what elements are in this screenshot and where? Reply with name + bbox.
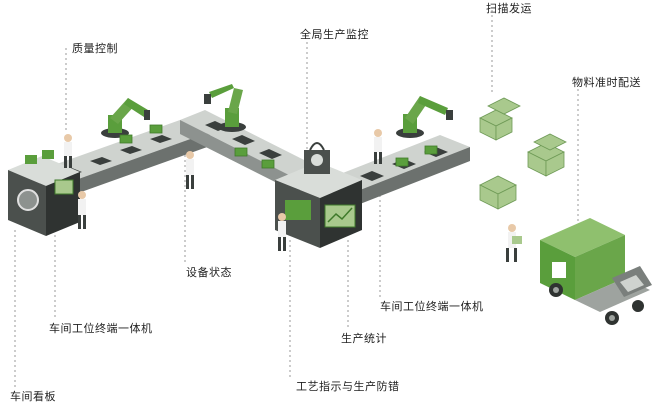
label-workshop-terminal-left: 车间工位终端一体机 [49,322,153,335]
leader-lines [14,10,579,388]
worker-icon [78,191,86,229]
robot-arm-icon [396,96,453,138]
label-workshop-terminal-right: 车间工位终端一体机 [380,300,484,313]
label-production-stats: 生产统计 [341,332,387,345]
worker-icon [506,224,522,262]
label-global-monitoring: 全局生产监控 [300,28,369,41]
box-stack-icon [479,97,521,141]
box-stack-icon [479,175,517,210]
truck-icon [540,218,652,325]
left-station [8,150,80,236]
worker-icon [278,213,286,251]
worker-icon [186,151,194,189]
worker-icon [374,129,382,164]
label-scan-ship: 扫描发运 [486,2,532,15]
robot-arm-icon [204,84,246,132]
box-stack-icon [527,133,567,177]
monitor-station [275,142,362,248]
worker-icon [64,134,72,168]
label-workshop-board: 车间看板 [10,390,56,403]
label-process-guidance: 工艺指示与生产防错 [296,380,400,393]
product-boxes [119,124,438,169]
label-equipment-status: 设备状态 [186,266,232,279]
robot-arm-icon [101,98,150,138]
label-material-delivery: 物料准时配送 [572,76,641,89]
label-quality-control: 质量控制 [72,42,118,55]
